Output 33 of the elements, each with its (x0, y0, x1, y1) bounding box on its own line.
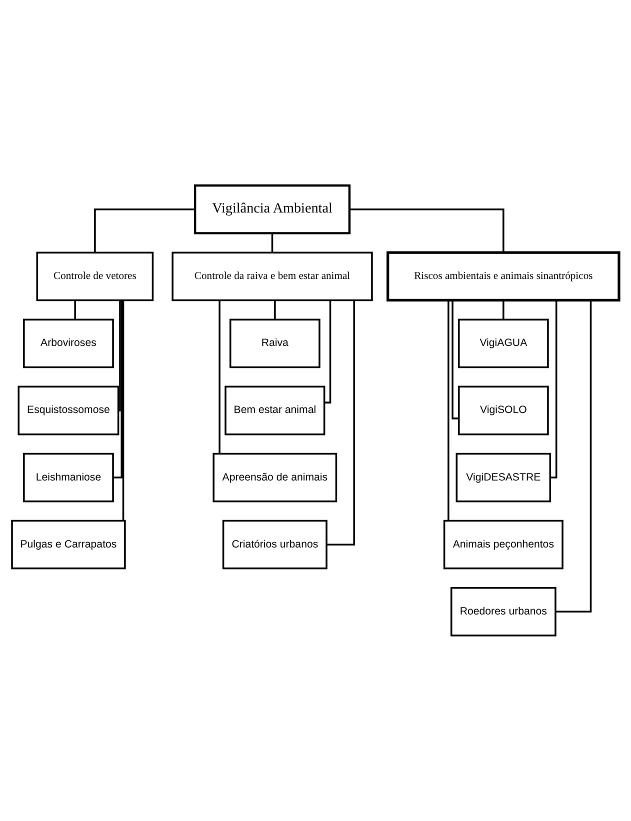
connector (94, 208, 195, 253)
connector (448, 300, 450, 521)
node-box: Arboviroses (23, 318, 114, 368)
connector (218, 300, 220, 454)
node-box: Controle da raiva e bem estar animal (172, 252, 373, 302)
connector (350, 208, 504, 253)
connector (271, 233, 274, 252)
connector (122, 300, 124, 521)
node-box: VigiSOLO (458, 386, 549, 436)
connector (113, 300, 123, 478)
node-box: Animais peçonhentos (443, 520, 564, 570)
connector (452, 300, 459, 420)
connector (324, 300, 332, 404)
node-box: Criatórios urbanos (222, 520, 328, 570)
connector (118, 300, 121, 412)
node-box: Apreensão de animais (212, 452, 338, 502)
node-box: VigiDESASTRE (456, 452, 552, 502)
node-box: Roedores urbanos (450, 586, 556, 636)
node-box: Riscos ambientais e animais sinantrópicos (386, 251, 620, 302)
connector (502, 300, 504, 320)
node-box: Raiva (229, 318, 320, 368)
connector (274, 300, 276, 320)
node-box: Esquistossomose (18, 386, 120, 436)
node-box: Leishmaniose (23, 452, 114, 502)
node-box: Pulgas e Carrapatos (11, 520, 126, 570)
connector (326, 300, 355, 546)
node-box: VigiAGUA (458, 318, 549, 368)
connector (550, 300, 558, 478)
node-box: Vigilância Ambiental (194, 184, 351, 234)
node-box: Controle de vetores (36, 252, 154, 302)
connector (555, 300, 592, 613)
node-box: Bem estar animal (224, 386, 326, 436)
connector (74, 300, 76, 320)
